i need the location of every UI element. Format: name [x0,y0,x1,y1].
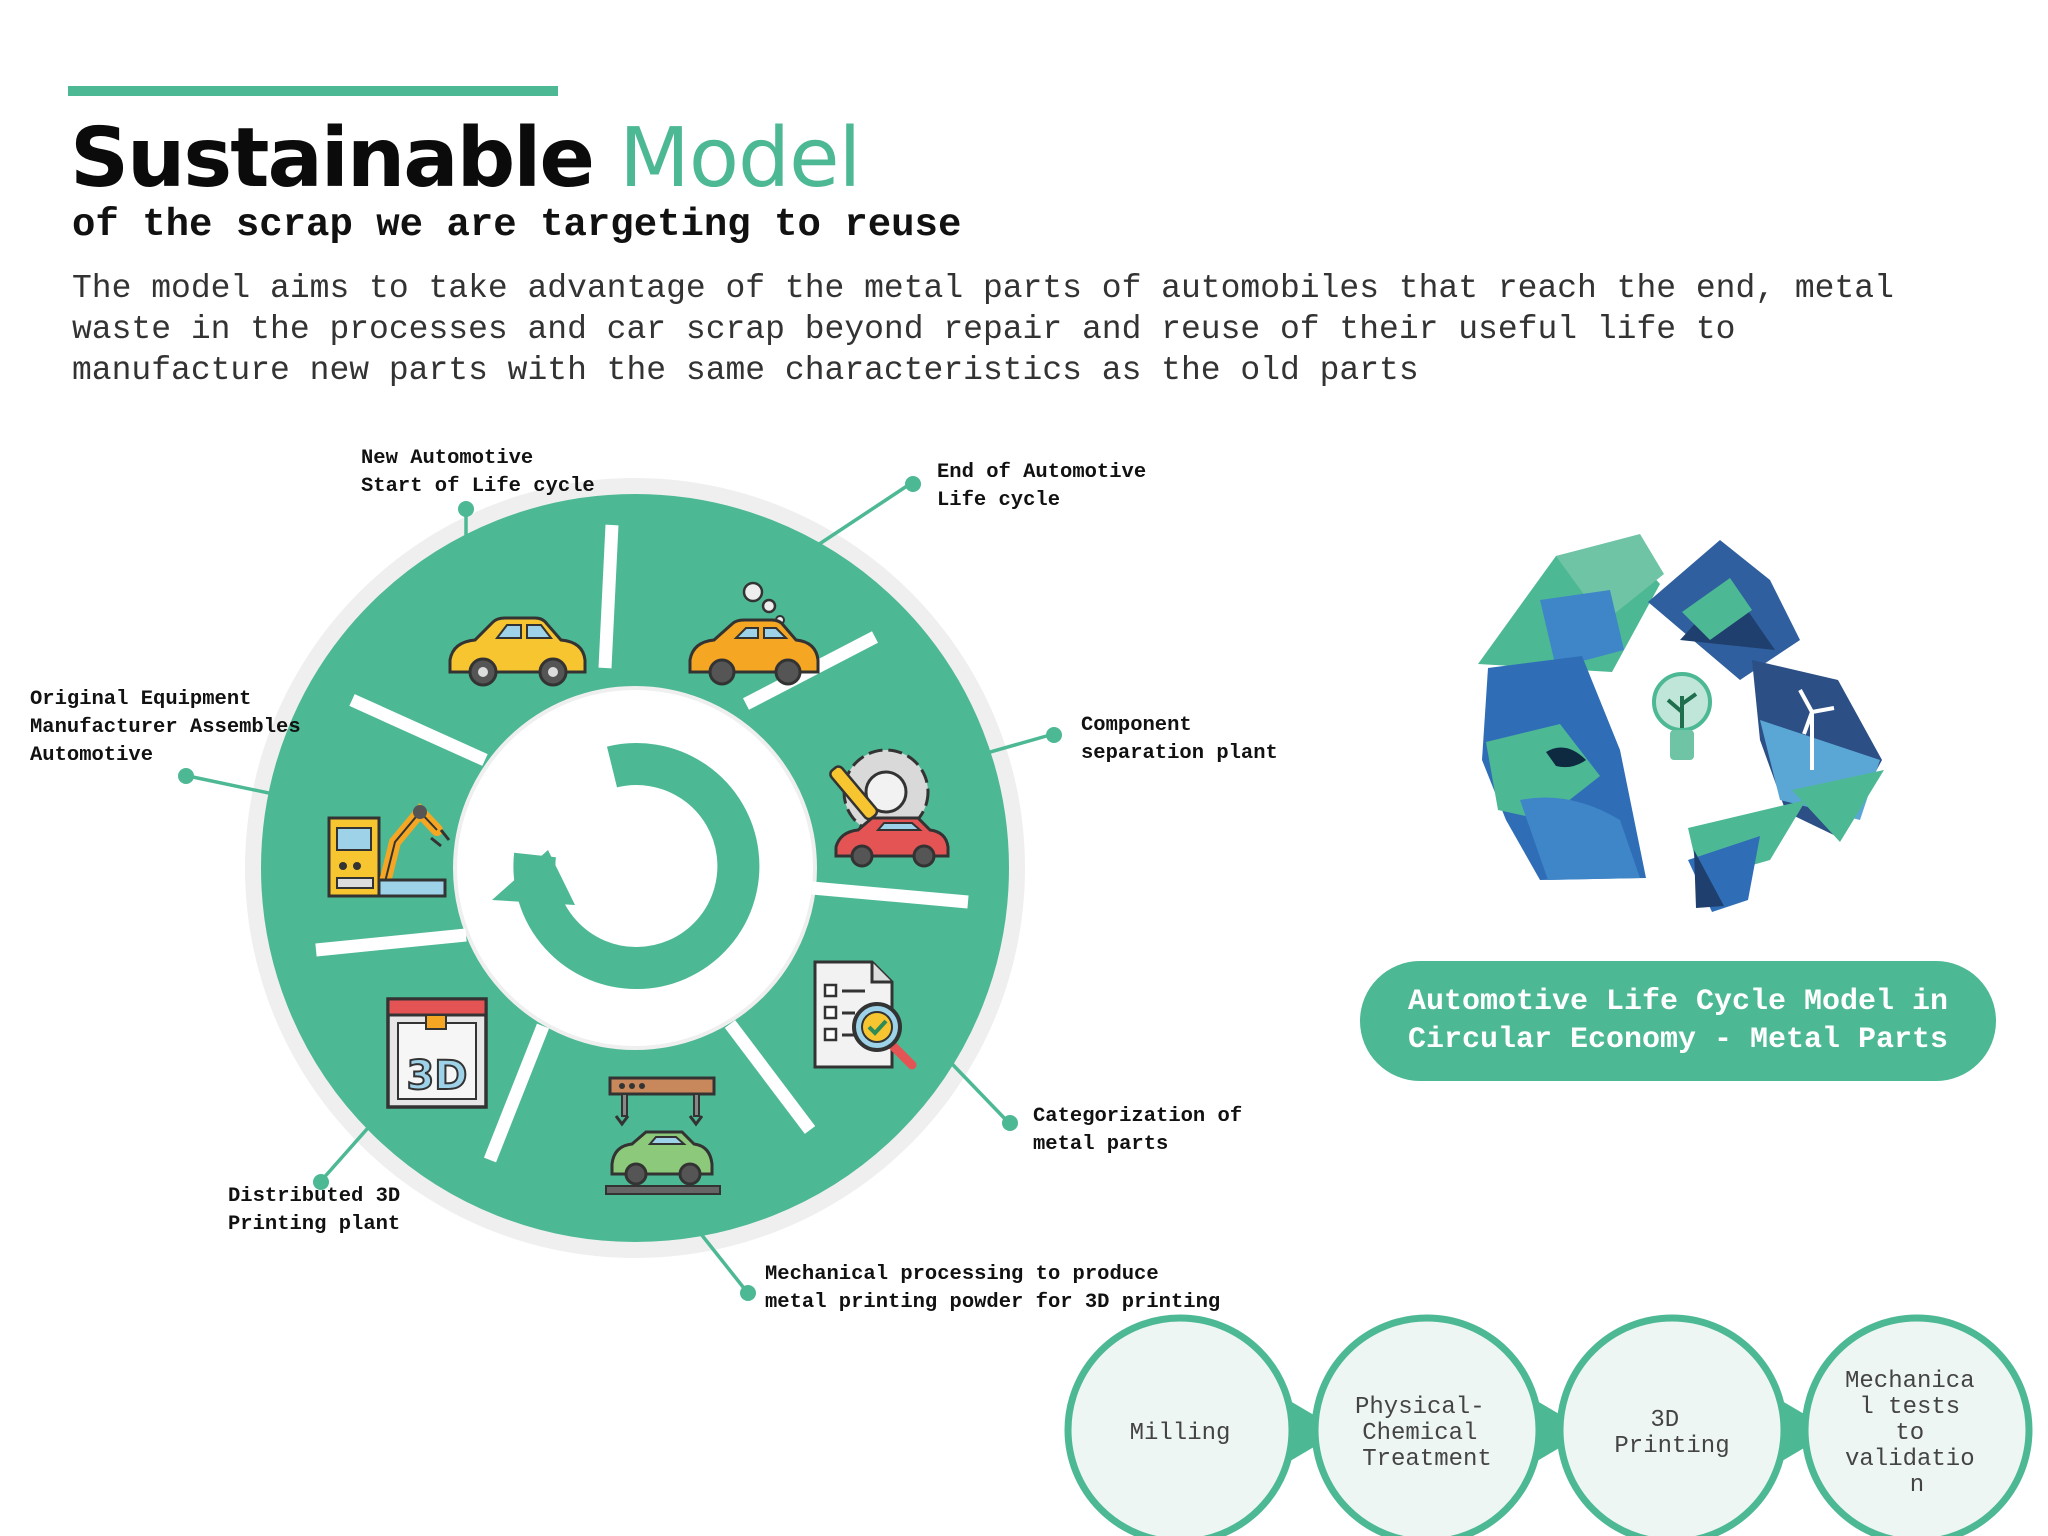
label-mechanical-processing: Mechanical processing to produce metal p… [765,1263,1220,1314]
label-end-of-life: End of Automotive Life cycle [937,461,1158,512]
title-bold: Sustainable [70,111,595,206]
label-new-automotive: New Automotive Start of Life cycle [361,447,595,498]
yellow-car-icon [448,616,587,687]
title-accent-bar [68,86,558,96]
label-component-separation: Component separation plant [1081,714,1278,765]
description-line: manufacture new parts with the same char… [72,352,1419,389]
label-categorization: Categorization of metal parts [1033,1105,1254,1156]
recycle-nature-icon [1478,534,1884,912]
repair-gear-icon [829,748,950,868]
cycle-center [457,690,813,1046]
3d-printer-icon: 3D [386,997,488,1109]
description: The model aims to take advantage of the … [72,268,2032,391]
title-accent: Model [619,111,861,206]
smoking-car-icon [688,581,820,686]
car-assembly-line-icon [605,1076,721,1195]
pill-line: Automotive Life Cycle Model in [1407,985,1949,1019]
printer-3d-badge: 3D [406,1053,467,1099]
connector-dots [178,476,1062,1301]
label-printing-plant: Distributed 3D Printing plant [228,1185,413,1236]
cycle-arrow-icon [492,743,760,989]
description-line: waste in the processes and car scrap bey… [72,311,1736,348]
page-title: Sustainable Model [70,104,861,214]
connector-lines [187,482,1051,1294]
description-line: The model aims to take advantage of the … [72,270,1894,307]
label-oem-assembly: Original Equipment Manufacturer Assemble… [30,688,313,767]
robot-arm-icon [327,802,451,898]
model-caption-pill: Automotive Life Cycle Model in Circular … [1360,961,1996,1081]
pill-line: Circular Economy - Metal Parts [1407,1023,1949,1057]
checklist-search-icon [813,960,917,1070]
page-subtitle: of the scrap we are targeting to reuse [72,203,962,247]
